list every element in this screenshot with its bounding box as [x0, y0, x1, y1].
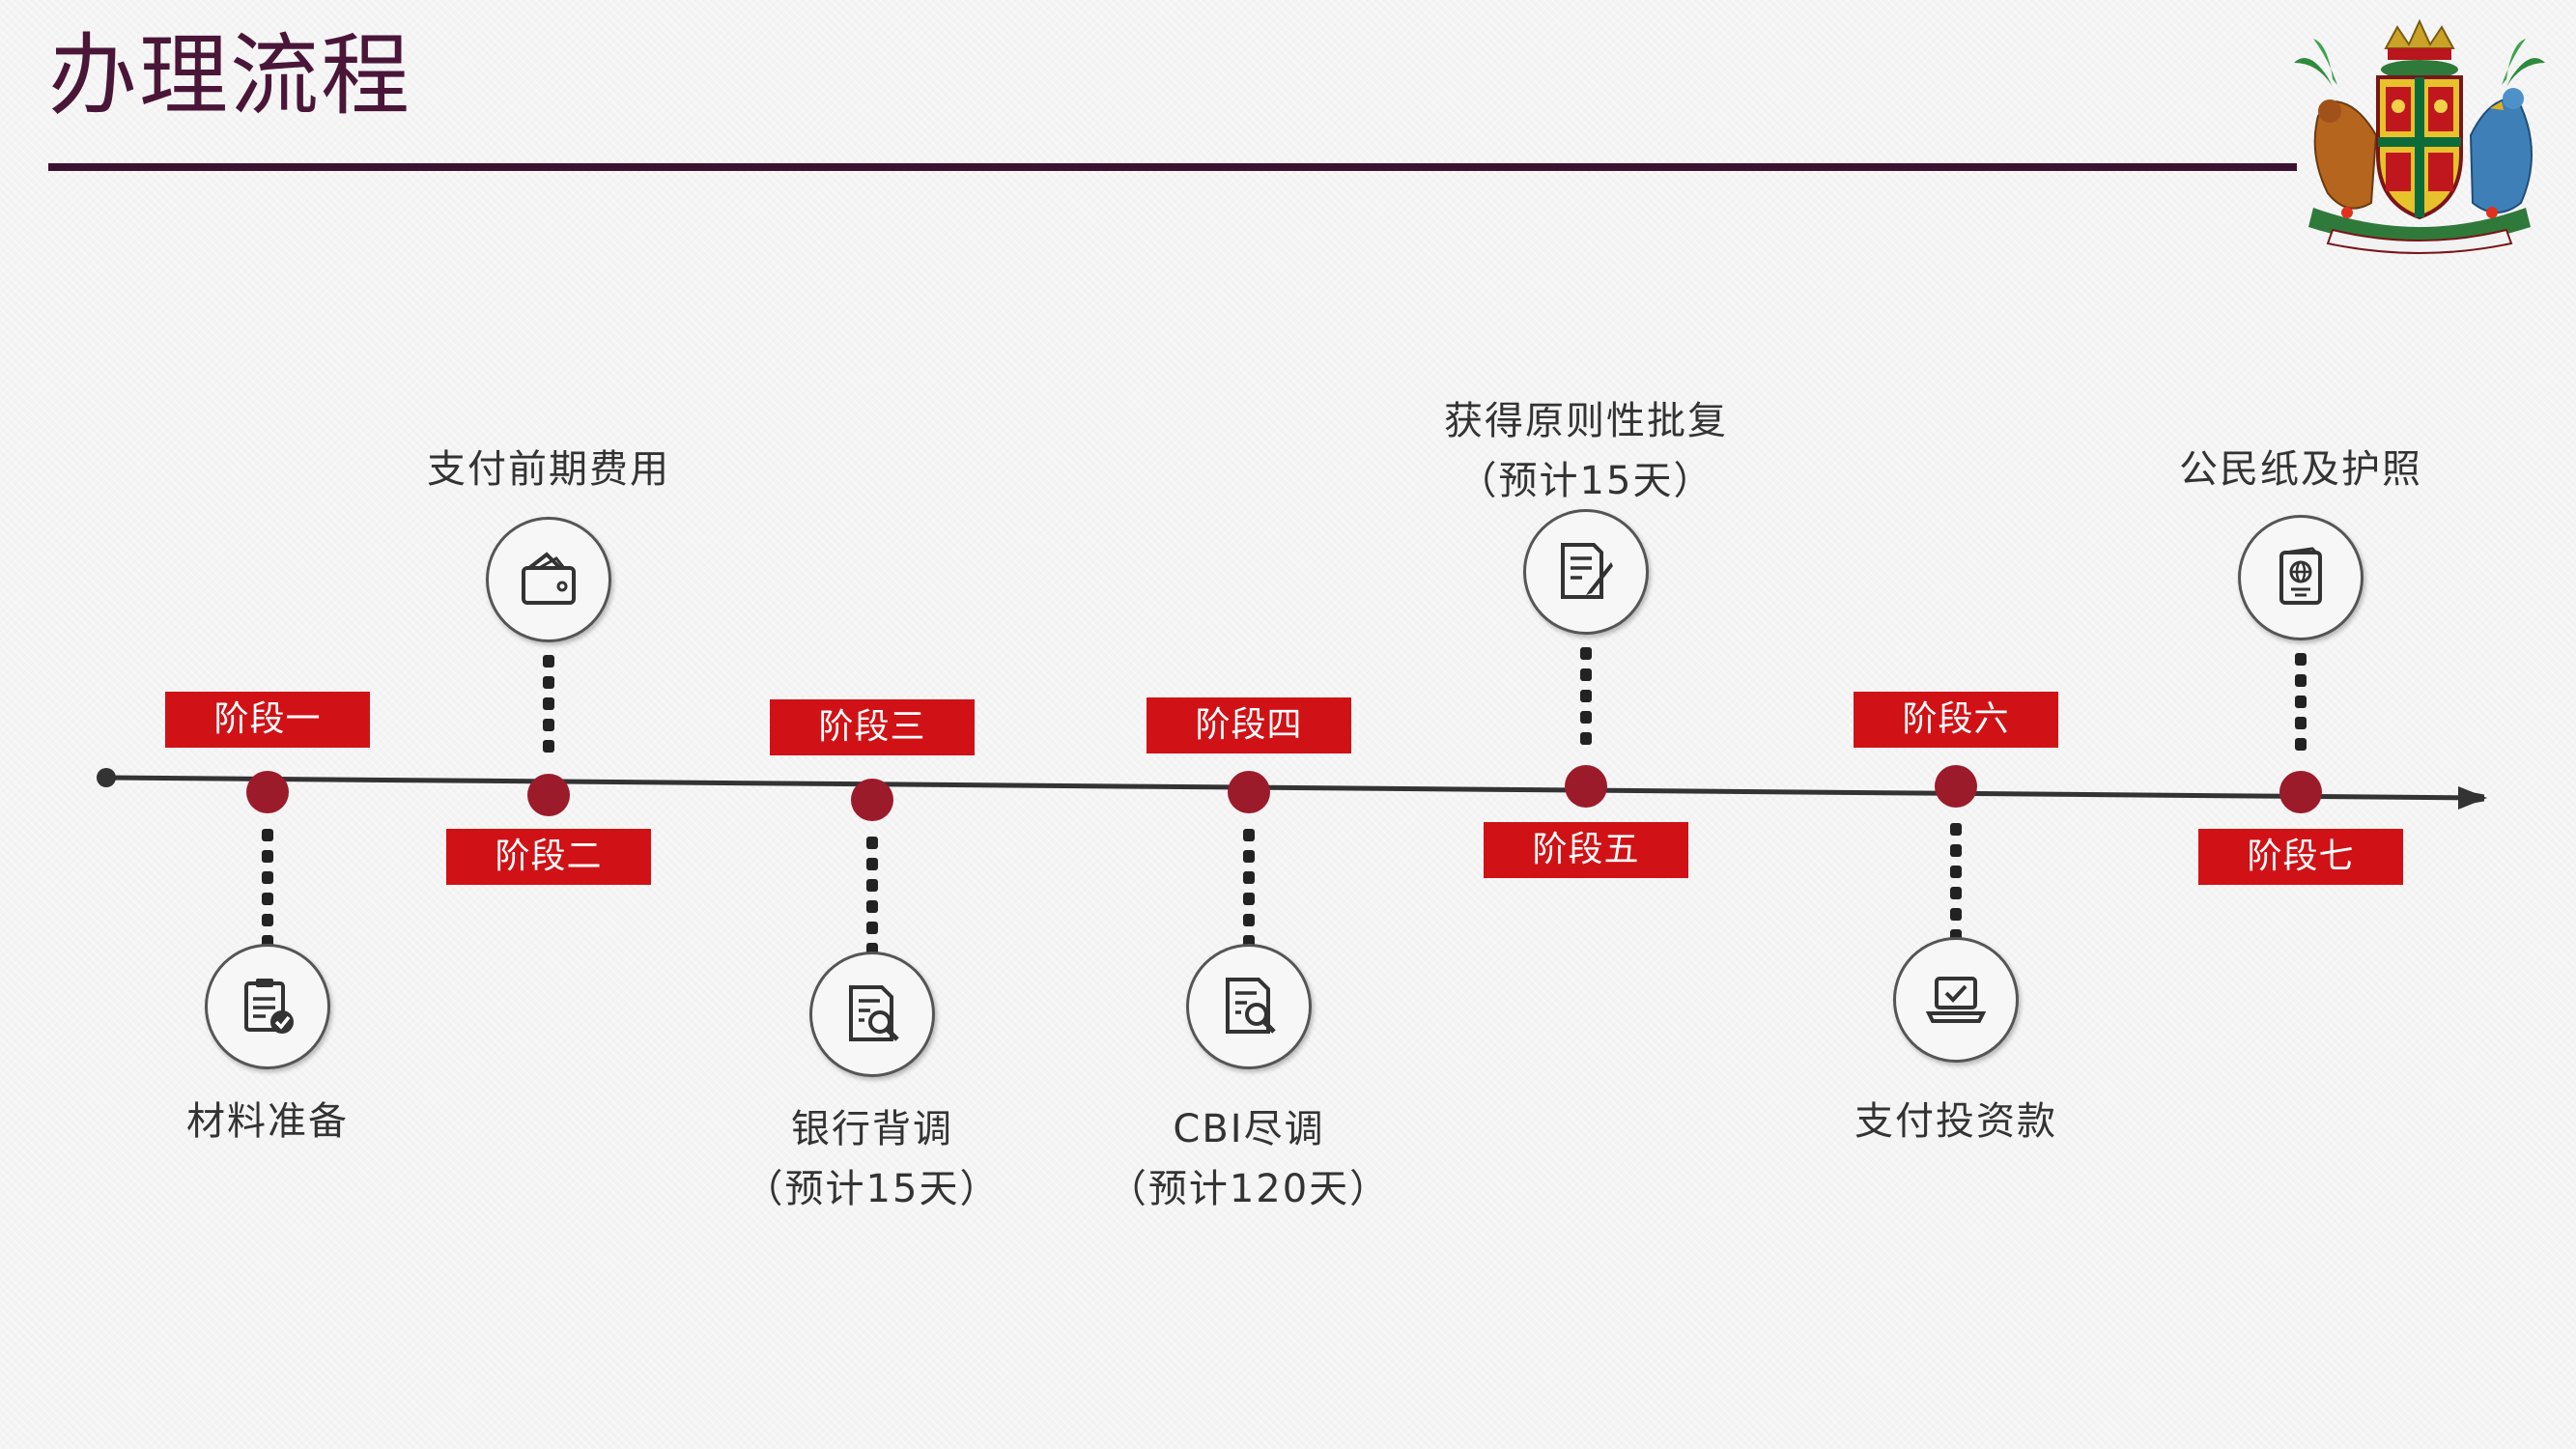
stage-icon-circle-1 [205, 944, 330, 1069]
page-title: 办理流程 [48, 24, 412, 128]
connector-dot [866, 858, 878, 870]
connector-dot [1950, 887, 1962, 899]
stage-label-6: 支付投资款 [1854, 1092, 2057, 1151]
stage-icon-circle-2 [486, 517, 611, 642]
connector-dot [1580, 647, 1592, 660]
stage-label-title: 公民纸及护照 [2179, 447, 2422, 492]
connector-dot [1950, 866, 1962, 878]
connector-dot [866, 900, 878, 913]
stage-label-1: 材料准备 [186, 1092, 349, 1151]
connector-dot [1243, 893, 1255, 905]
stage-label-duration: （预计120天） [1107, 1167, 1391, 1211]
stage-tag-1: 阶段一 [165, 692, 370, 748]
connector-dot [262, 850, 273, 863]
timeline-node-3 [851, 779, 893, 821]
stage-label-3: 银行背调 （预计15天） [745, 1099, 1001, 1219]
connector-dot [2295, 696, 2307, 708]
stage-label-duration: （预计15天） [744, 1167, 1001, 1211]
stage-label-5: 获得原则性批复 （预计15天） [1444, 391, 1728, 511]
stage-icon-circle-5 [1523, 509, 1649, 635]
connector-dot [543, 655, 554, 668]
connector-dot [1950, 823, 1962, 836]
stage-label-title: 银行背调 [791, 1107, 953, 1151]
connector-dot [2295, 674, 2307, 687]
coat-of-arms-emblem [2294, 18, 2545, 254]
timeline-node-5 [1565, 765, 1607, 808]
connector-dot [866, 879, 878, 892]
connector-dot [262, 871, 273, 884]
document-search-icon [849, 985, 899, 1041]
connector-dot [543, 697, 554, 710]
stage-label-title: CBI尽调 [1173, 1107, 1325, 1151]
stage-label-title: 支付投资款 [1854, 1099, 2057, 1144]
timeline-axis [105, 775, 2482, 798]
timeline-node-1 [246, 771, 289, 813]
timeline-node-4 [1228, 771, 1270, 813]
connector-dot [1580, 690, 1592, 702]
clipboard-check-icon [244, 979, 294, 1034]
connector-dot [866, 922, 878, 934]
wallet-icon [522, 552, 576, 605]
connector-dot [262, 914, 273, 926]
timeline-arrowhead-icon [2458, 786, 2487, 810]
connector-dot [866, 837, 878, 849]
stage-label-duration: （预计15天） [1458, 459, 1714, 503]
connector-dot [1243, 871, 1255, 884]
connector-dot [1580, 732, 1592, 745]
stage-label-title: 材料准备 [186, 1099, 349, 1144]
passport-icon [2279, 547, 2322, 605]
timeline-node-2 [527, 774, 570, 816]
stage-tag-5: 阶段五 [1484, 822, 1688, 878]
connector-dot [262, 893, 273, 905]
stage-tag-6: 阶段六 [1854, 692, 2058, 748]
connector-dot [2295, 717, 2307, 729]
timeline-node-6 [1935, 765, 1977, 808]
stage-tag-2: 阶段二 [446, 829, 651, 885]
stage-label-7: 公民纸及护照 [2179, 440, 2422, 499]
stage-icon-circle-6 [1893, 937, 2019, 1063]
connector-dot [1243, 914, 1255, 926]
laptop-check-icon [1925, 977, 1987, 1023]
connector-dot [1243, 829, 1255, 841]
connector-dot [543, 676, 554, 689]
stage-tag-7: 阶段七 [2198, 829, 2403, 885]
connector-dot [1950, 908, 1962, 921]
document-edit-icon [1561, 543, 1613, 599]
stage-tag-3: 阶段三 [770, 699, 975, 755]
connector-dot [1243, 850, 1255, 863]
timeline-start-dot [97, 768, 116, 787]
title-divider [48, 163, 2297, 171]
connector-dot [1580, 668, 1592, 681]
connector-dot [2295, 738, 2307, 751]
connector-dot [1580, 711, 1592, 724]
connector-dot [543, 740, 554, 753]
stage-icon-circle-3 [809, 952, 935, 1077]
document-search-icon [1226, 978, 1276, 1034]
timeline-node-7 [2279, 771, 2322, 813]
connector-dot [262, 829, 273, 841]
connector-dot [2295, 653, 2307, 666]
connector-dot [543, 719, 554, 731]
stage-label-4: CBI尽调 （预计120天） [1108, 1099, 1390, 1219]
stage-label-2: 支付前期费用 [427, 440, 670, 499]
connector-dot [1950, 844, 1962, 857]
stage-tag-4: 阶段四 [1146, 697, 1351, 753]
stage-icon-circle-7 [2238, 515, 2364, 640]
stage-icon-circle-4 [1186, 944, 1312, 1069]
stage-label-title: 支付前期费用 [427, 447, 670, 492]
stage-label-title: 获得原则性批复 [1444, 399, 1728, 443]
